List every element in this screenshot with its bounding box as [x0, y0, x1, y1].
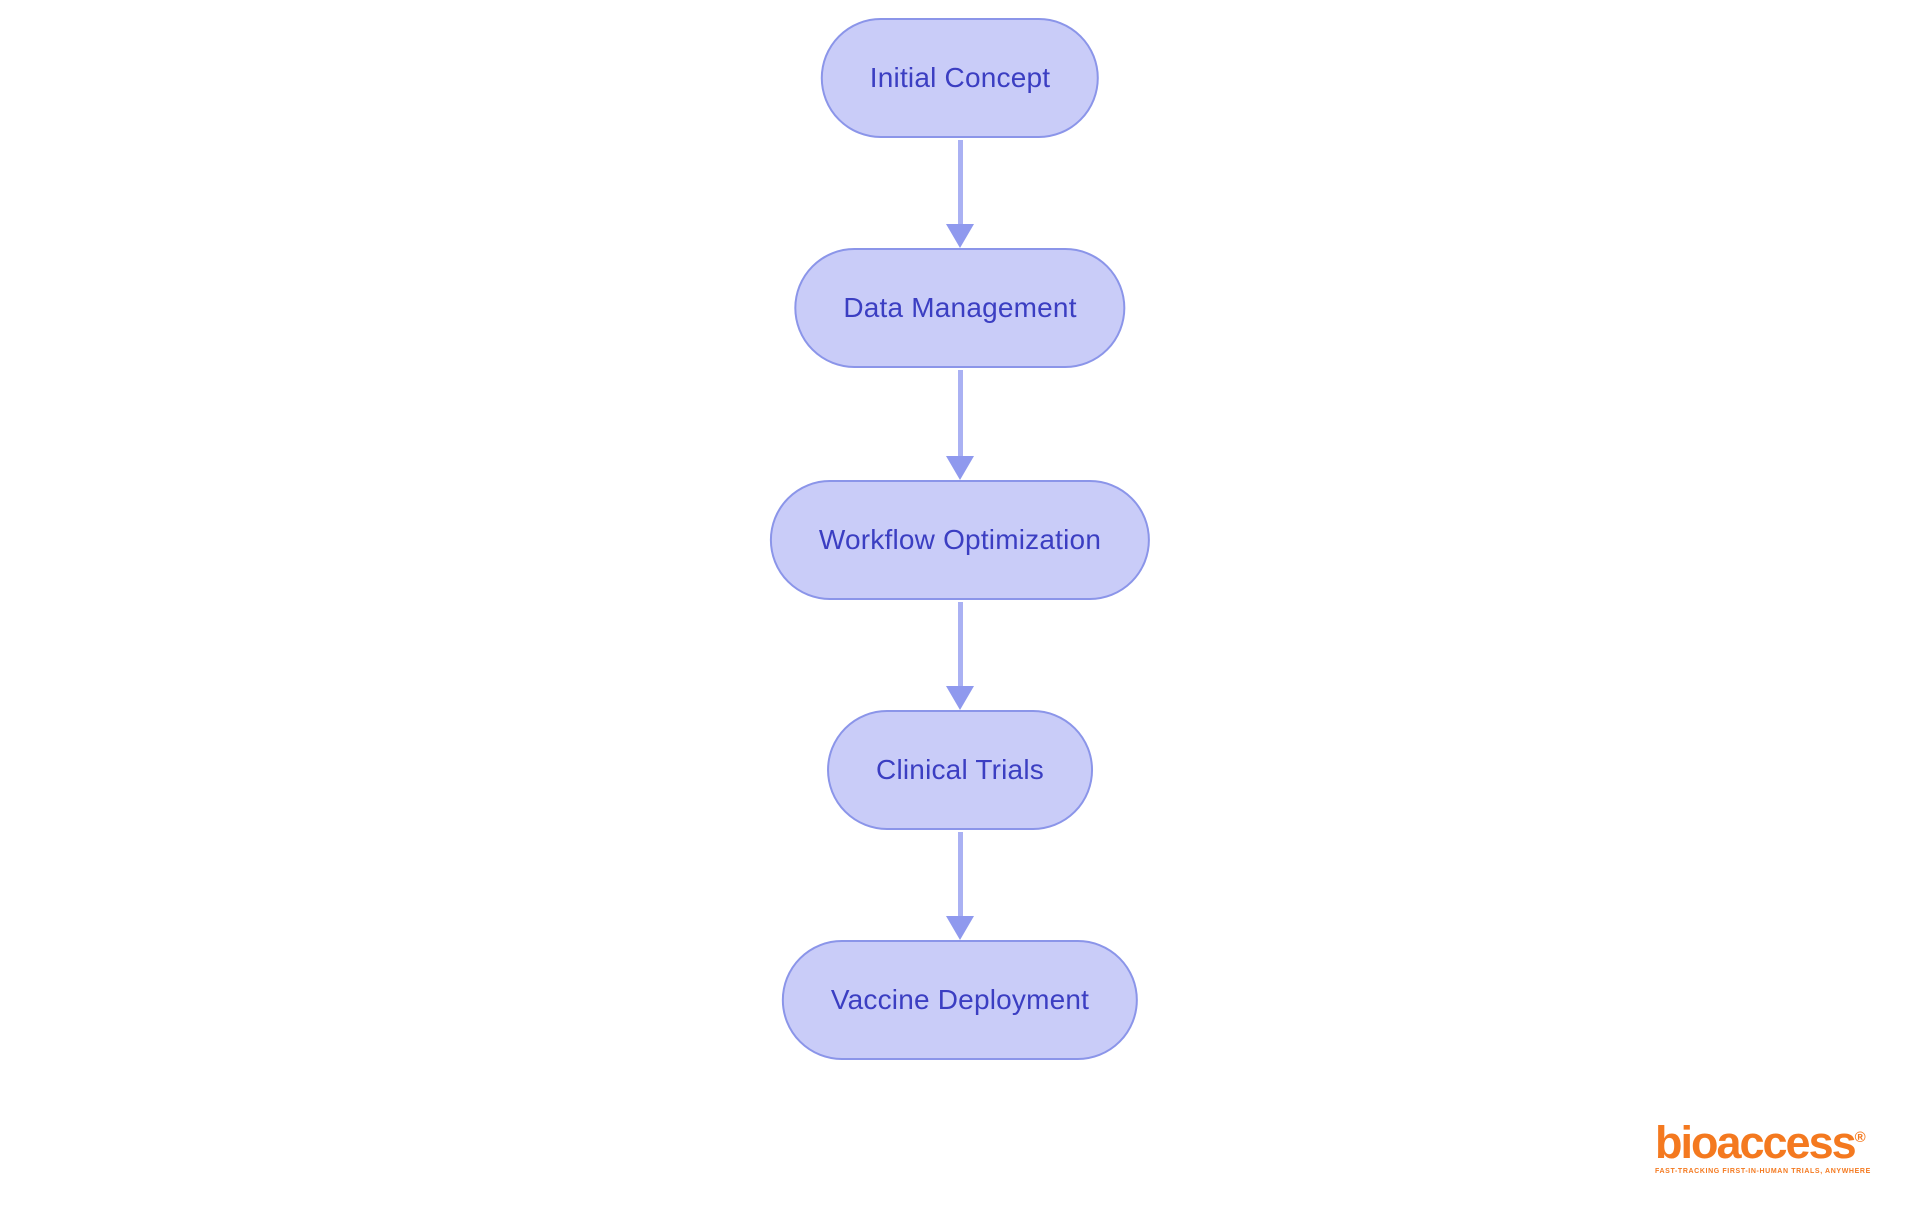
flow-node-label: Initial Concept — [869, 62, 1051, 93]
registered-trademark-icon: ® — [1854, 1129, 1866, 1146]
bioaccess-logo: bioaccess® FAST-TRACKING FIRST-IN-HUMAN … — [1655, 1120, 1885, 1175]
flow-node-label: Clinical Trials — [876, 754, 1044, 785]
flow-node-data-management: Data Management — [794, 248, 1126, 368]
arrow-line — [957, 370, 963, 456]
flow-node-label: Vaccine Deployment — [830, 984, 1090, 1015]
bioaccess-logo-wordmark: bioaccess® — [1655, 1117, 1866, 1168]
arrow-line — [957, 832, 963, 916]
bioaccess-logo-tagline: FAST-TRACKING FIRST-IN-HUMAN TRIALS, ANY… — [1655, 1168, 1871, 1175]
flow-node-initial-concept: Initial Concept — [820, 18, 1100, 138]
arrow-head-icon — [946, 224, 974, 248]
arrow-line — [957, 140, 963, 224]
arrow-head-icon — [946, 456, 974, 480]
flow-node-label: Data Management — [843, 292, 1077, 323]
arrow-line — [957, 602, 963, 686]
flow-node-vaccine-deployment: Vaccine Deployment — [781, 940, 1139, 1060]
arrow-head-icon — [946, 916, 974, 940]
arrow-head-icon — [946, 686, 974, 710]
flow-node-label: Workflow Optimization — [818, 524, 1102, 555]
flow-node-workflow-optimization: Workflow Optimization — [769, 480, 1151, 600]
flow-node-clinical-trials: Clinical Trials — [827, 710, 1093, 830]
